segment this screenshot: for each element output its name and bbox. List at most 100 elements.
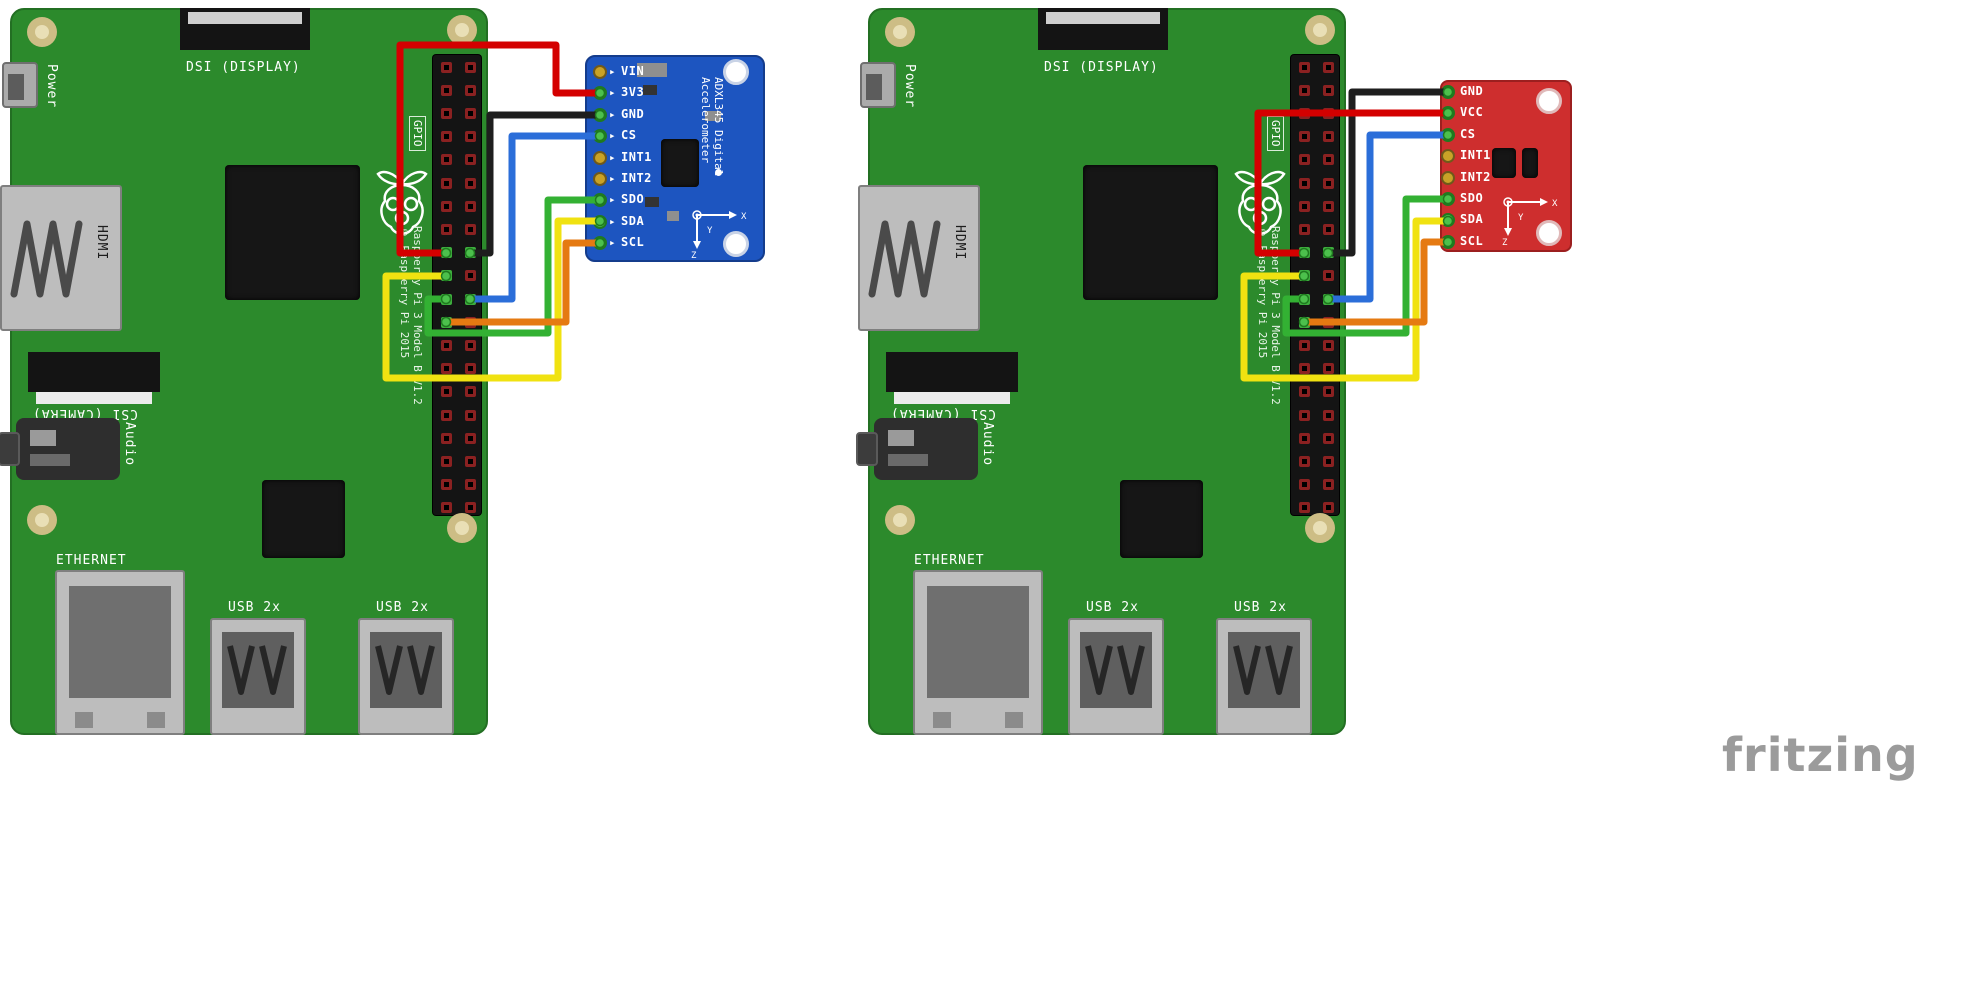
- wire-endpoint[interactable]: [1322, 293, 1334, 305]
- gpio-pin[interactable]: [440, 455, 452, 467]
- gpio-pin[interactable]: [440, 107, 452, 119]
- gpio-pin[interactable]: [1298, 363, 1310, 375]
- adxl345-breakout-blue[interactable]: ADXL345 Digital Accelerometer ▸VIN▸3V3▸G…: [585, 55, 765, 262]
- gpio-pin[interactable]: [1322, 131, 1334, 143]
- wire-endpoint[interactable]: [1298, 270, 1310, 282]
- gpio-pin[interactable]: [1322, 363, 1334, 375]
- gpio-pin[interactable]: [464, 177, 476, 189]
- pin-pad-int2[interactable]: [593, 172, 607, 186]
- gpio-pin[interactable]: [1298, 131, 1310, 143]
- left-wire-power[interactable]: [396, 41, 604, 257]
- gpio-pin[interactable]: [1298, 61, 1310, 73]
- gpio-pin[interactable]: [464, 479, 476, 491]
- gpio-pin[interactable]: [464, 363, 476, 375]
- pin-pad-int1[interactable]: [593, 150, 607, 165]
- gpio-pin[interactable]: [1322, 84, 1334, 96]
- gpio-pin[interactable]: [1322, 154, 1334, 166]
- gpio-pin[interactable]: [1322, 409, 1334, 421]
- right-wire-cs[interactable]: [1324, 131, 1452, 303]
- gpio-pin[interactable]: [1298, 339, 1310, 351]
- right-wire-scl[interactable]: [1300, 238, 1452, 326]
- gpio-pin[interactable]: [464, 432, 476, 444]
- wire-endpoint[interactable]: [1442, 193, 1454, 205]
- gpio-pin[interactable]: [1322, 432, 1334, 444]
- gpio-pin[interactable]: [440, 177, 452, 189]
- gpio-pin[interactable]: [440, 479, 452, 491]
- gpio-pin[interactable]: [440, 502, 452, 514]
- gpio-pin[interactable]: [464, 339, 476, 351]
- pin-pad-int2[interactable]: [1441, 170, 1455, 185]
- wire-endpoint[interactable]: [440, 293, 452, 305]
- gpio-pin[interactable]: [1298, 84, 1310, 96]
- raspberry-pi-3-right[interactable]: Power DSI (DISPLAY) HDMI GPIO Raspberry …: [856, 8, 1346, 735]
- gpio-pin[interactable]: [1298, 455, 1310, 467]
- gpio-pin[interactable]: [1322, 177, 1334, 189]
- wire-endpoint[interactable]: [1442, 129, 1454, 141]
- gpio-pin[interactable]: [1298, 223, 1310, 235]
- wire-endpoint[interactable]: [1442, 236, 1454, 248]
- gpio-pin[interactable]: [1298, 386, 1310, 398]
- wire-endpoint[interactable]: [594, 237, 606, 249]
- left-wire-cs[interactable]: [466, 132, 604, 303]
- gpio-pin[interactable]: [464, 270, 476, 282]
- gpio-pin[interactable]: [1298, 154, 1310, 166]
- gpio-pin[interactable]: [1298, 177, 1310, 189]
- gpio-pin[interactable]: [464, 409, 476, 421]
- wire-endpoint[interactable]: [1442, 215, 1454, 227]
- wire-endpoint[interactable]: [594, 194, 606, 206]
- gpio-pin[interactable]: [1322, 455, 1334, 467]
- wire-endpoint[interactable]: [1322, 247, 1334, 259]
- gpio-pin[interactable]: [440, 363, 452, 375]
- wire-endpoint[interactable]: [1298, 293, 1310, 305]
- gpio-pin[interactable]: [440, 432, 452, 444]
- wire-endpoint[interactable]: [440, 270, 452, 282]
- gpio-pin[interactable]: [440, 339, 452, 351]
- wire-endpoint[interactable]: [1298, 316, 1310, 328]
- gpio-pin[interactable]: [440, 154, 452, 166]
- gpio-pin[interactable]: [1322, 270, 1334, 282]
- left-wire-ground[interactable]: [466, 111, 604, 257]
- wire-endpoint[interactable]: [594, 215, 606, 227]
- wire-endpoint[interactable]: [1298, 247, 1310, 259]
- gpio-pin[interactable]: [464, 61, 476, 73]
- wire-endpoint[interactable]: [464, 293, 476, 305]
- gpio-pin[interactable]: [464, 107, 476, 119]
- left-wire-scl[interactable]: [442, 239, 604, 326]
- gpio-pin[interactable]: [464, 131, 476, 143]
- left-wire-sda[interactable]: [382, 217, 604, 382]
- wire-endpoint[interactable]: [440, 316, 452, 328]
- gpio-pin[interactable]: [464, 502, 476, 514]
- gpio-pin[interactable]: [464, 223, 476, 235]
- raspberry-pi-3-left[interactable]: Power DSI (DISPLAY) HDMI GPIO Raspberry …: [0, 8, 488, 735]
- gpio-pin[interactable]: [464, 200, 476, 212]
- gpio-pin[interactable]: [1322, 61, 1334, 73]
- gpio-pin[interactable]: [1322, 502, 1334, 514]
- pin-pad-vin[interactable]: [593, 65, 607, 79]
- right-wire-sda[interactable]: [1240, 217, 1452, 382]
- gpio-pin[interactable]: [440, 61, 452, 73]
- gpio-pin[interactable]: [440, 223, 452, 235]
- right-wire-sdo[interactable]: [1282, 195, 1452, 337]
- wire-endpoint[interactable]: [1442, 86, 1454, 98]
- wire-endpoint[interactable]: [594, 130, 606, 142]
- gpio-pin[interactable]: [440, 409, 452, 421]
- gpio-pin[interactable]: [464, 386, 476, 398]
- gpio-pin[interactable]: [1322, 339, 1334, 351]
- gpio-pin[interactable]: [440, 386, 452, 398]
- wire-endpoint[interactable]: [464, 247, 476, 259]
- gpio-pin[interactable]: [464, 84, 476, 96]
- gpio-pin[interactable]: [1298, 432, 1310, 444]
- wire-endpoint[interactable]: [594, 109, 606, 121]
- gpio-pin[interactable]: [1298, 200, 1310, 212]
- right-wire-ground[interactable]: [1324, 88, 1452, 257]
- gpio-pin[interactable]: [1322, 200, 1334, 212]
- gpio-pin[interactable]: [1298, 502, 1310, 514]
- gpio-pin[interactable]: [1298, 479, 1310, 491]
- gpio-pin[interactable]: [1322, 479, 1334, 491]
- left-wire-sdo[interactable]: [424, 196, 604, 337]
- gpio-pin[interactable]: [440, 84, 452, 96]
- gpio-pin[interactable]: [464, 455, 476, 467]
- wire-endpoint[interactable]: [440, 247, 452, 259]
- wire-endpoint[interactable]: [594, 87, 606, 99]
- pin-pad-int1[interactable]: [1441, 149, 1455, 164]
